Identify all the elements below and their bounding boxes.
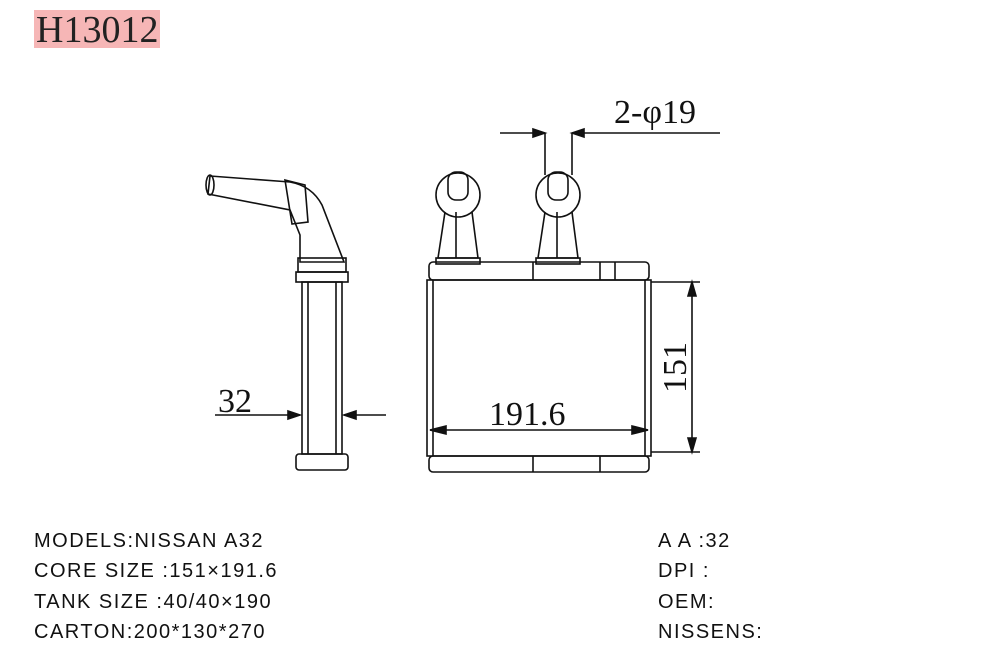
spec-label: MODELS: — [34, 530, 135, 552]
pipe-diameter-dimension: 2-φ19 — [500, 94, 720, 175]
spec-value: 200*130*270 — [133, 621, 266, 643]
pipe-spec-label: 2-φ19 — [614, 94, 696, 131]
side-view — [205, 174, 349, 471]
spec-oem: OEM: — [658, 590, 715, 614]
core-height-dimension: 151 — [651, 279, 700, 455]
spec-models: MODELS:NISSAN A32 — [34, 529, 264, 553]
spec-value: 151×191.6 — [169, 560, 279, 582]
spec-label: A A : — [658, 530, 706, 552]
spec-nissens: NISSENS: — [658, 620, 763, 644]
core-height-label: 151 — [657, 342, 694, 393]
spec-label: TANK SIZE : — [34, 591, 164, 613]
spec-core-size: CORE SIZE :151×191.6 — [34, 559, 278, 583]
spec-label: CARTON: — [34, 621, 134, 643]
spec-tank-size: TANK SIZE :40/40×190 — [34, 590, 272, 614]
spec-dpi: DPI : — [658, 559, 710, 583]
core-width-dimension: 191.6 — [429, 396, 649, 436]
tank-width-dimension: 32 — [215, 383, 386, 421]
spec-label: DPI : — [658, 560, 710, 582]
front-view — [426, 171, 652, 473]
spec-aa: A A :32 — [658, 529, 731, 553]
tank-width-label: 32 — [218, 383, 252, 420]
spec-carton: CARTON:200*130*270 — [34, 620, 266, 644]
spec-value: 40/40×190 — [163, 591, 273, 613]
spec-label: CORE SIZE : — [34, 560, 170, 582]
spec-label: NISSENS: — [658, 621, 764, 643]
core-width-label: 191.6 — [489, 396, 566, 433]
spec-value: NISSAN A32 — [134, 530, 265, 552]
spec-label: OEM: — [658, 591, 716, 613]
part-number-title: H13012 — [34, 9, 161, 51]
spec-value: 32 — [705, 530, 731, 552]
